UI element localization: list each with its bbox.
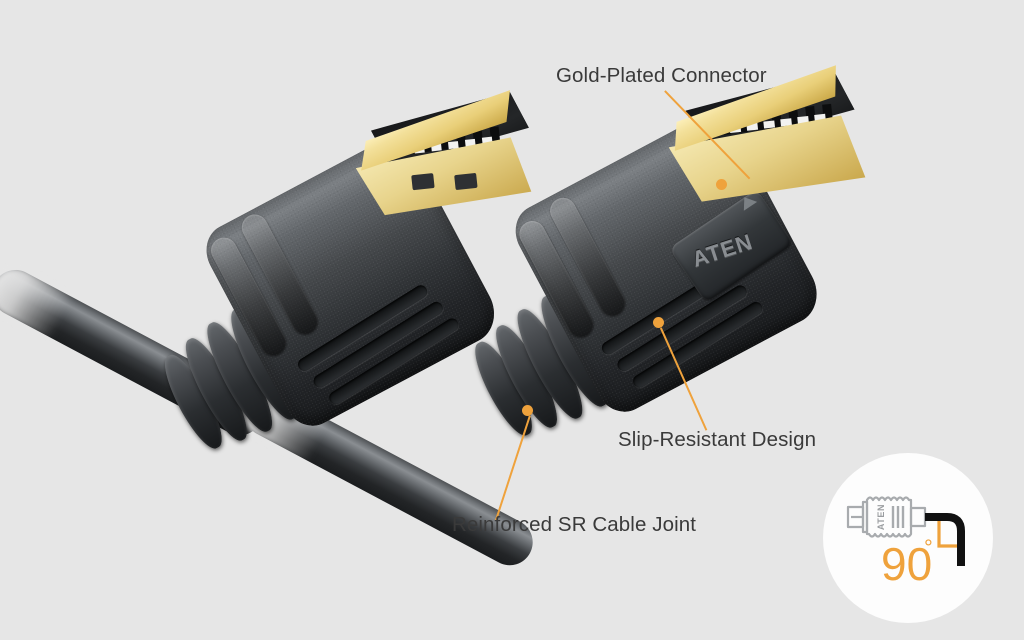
badge-angle-value: 90 (881, 538, 933, 590)
callout-dot-reinforced-sr (522, 405, 533, 416)
badge-degree-symbol: ° (924, 535, 933, 560)
callout-label-reinforced-sr: Reinforced SR Cable Joint (452, 513, 697, 536)
badge-illustration (846, 496, 965, 566)
callout-label-slip-resistant: Slip-Resistant Design (618, 428, 817, 451)
callout-dot-gold-plated (716, 179, 727, 190)
callout-label-gold-plated: Gold-Plated Connector (556, 64, 767, 87)
badge-aten-label: ATEN (876, 503, 886, 531)
callout-dot-slip-resistant (653, 317, 664, 328)
ninety-degree-badge: ATEN 90 ° (823, 453, 993, 623)
